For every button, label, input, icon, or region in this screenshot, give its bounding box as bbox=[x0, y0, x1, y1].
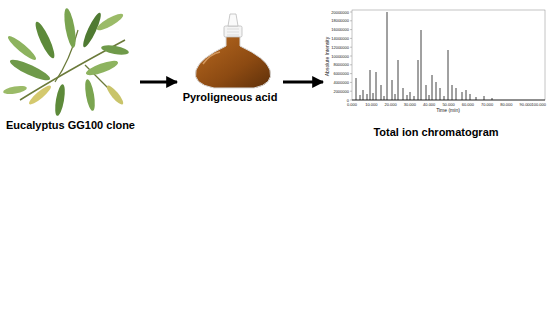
eucalyptus-leaves-part bbox=[3, 84, 28, 95]
axis-tick: 18000000 bbox=[331, 18, 349, 23]
chromatogram-plot-part bbox=[350, 12, 352, 100]
chromatogram-plot-part-part bbox=[350, 56, 352, 57]
chromatogram-plot-part-part bbox=[350, 38, 352, 39]
axis-tick: 90.000 bbox=[520, 102, 532, 107]
chromatogram-plot-part-part bbox=[350, 100, 352, 101]
axis-tick: 70.000 bbox=[481, 102, 493, 107]
flask-bottle bbox=[195, 14, 270, 88]
eucalyptus-leaves-part bbox=[83, 79, 96, 112]
axis-tick: 60.000 bbox=[462, 102, 474, 107]
chromatogram-plot-part-part bbox=[350, 20, 352, 21]
chromatogram-plot-part-part bbox=[350, 73, 352, 74]
axis-tick: 4000000 bbox=[333, 80, 349, 85]
chromatogram-plot-part-part bbox=[350, 29, 352, 30]
eucalyptus-leaves-part bbox=[8, 56, 52, 84]
stage-label-box: Total ion chromatogram bbox=[324, 5, 548, 139]
axis-tick: 10000000 bbox=[331, 54, 349, 59]
chromatogram-plot bbox=[350, 10, 545, 100]
axis-tick: 100.000 bbox=[532, 102, 546, 107]
chromatogram-plot-part-part bbox=[350, 47, 352, 48]
stage-label: Pyroligneous acid bbox=[183, 91, 278, 104]
axis-tick: 50.000 bbox=[442, 102, 454, 107]
axis-tick: 16000000 bbox=[331, 27, 349, 32]
chromatogram-plot-part-part bbox=[350, 64, 352, 65]
stage-label-box: Pyroligneous acid bbox=[178, 5, 282, 104]
flow-arrow bbox=[140, 81, 177, 84]
eucalyptus-leaves-part bbox=[62, 8, 78, 49]
axis-title: Time (min) bbox=[436, 108, 460, 113]
axis-tick: 12000000 bbox=[331, 45, 349, 50]
stage-label: Eucalyptus GG100 clone bbox=[6, 119, 135, 132]
eucalyptus-leaves-part bbox=[27, 83, 53, 106]
eucalyptus-leaves-part bbox=[105, 84, 126, 107]
flask-bottle-part bbox=[227, 29, 239, 30]
axis-tick: 0 bbox=[347, 98, 349, 103]
flask-bottle-part bbox=[227, 35, 239, 36]
axis-tick: 30.000 bbox=[404, 102, 416, 107]
axis-tick: 10.000 bbox=[365, 102, 377, 107]
eucalyptus-leaves bbox=[3, 8, 130, 117]
eucalyptus-leaves-part bbox=[101, 44, 130, 57]
stage-label-box: Eucalyptus GG100 clone bbox=[2, 5, 139, 132]
flow-arrow bbox=[283, 81, 323, 84]
chromatogram-plot-part-part bbox=[350, 91, 352, 92]
stage-label: Total ion chromatogram bbox=[373, 126, 498, 139]
eucalyptus-leaves-part bbox=[95, 11, 125, 33]
flask-bottle-part bbox=[195, 36, 270, 88]
axis-tick: 14000000 bbox=[331, 36, 349, 41]
axis-tick: 0.000 bbox=[347, 102, 357, 107]
eucalyptus-leaves-part bbox=[6, 33, 39, 62]
eucalyptus-leaves-part bbox=[53, 84, 66, 117]
flask-bottle-part bbox=[228, 14, 238, 26]
chromatogram-plot-part-part bbox=[350, 12, 352, 13]
eucalyptus-leaves-part bbox=[84, 58, 119, 78]
axis-tick: 80.000 bbox=[500, 102, 512, 107]
chromatogram-plot-part bbox=[352, 12, 545, 100]
flask-bottle-part bbox=[224, 26, 242, 37]
chromatogram-plot-part-part bbox=[350, 82, 352, 83]
axis-tick: 2000000 bbox=[333, 89, 349, 94]
axis-tick: 8000000 bbox=[333, 62, 349, 67]
eucalyptus-leaves-part bbox=[32, 20, 57, 60]
axis-tick: 6000000 bbox=[333, 71, 349, 76]
chromatogram-plot-part bbox=[352, 10, 545, 100]
axis-tick: 20000000 bbox=[331, 10, 349, 15]
flask-bottle-part bbox=[203, 52, 220, 64]
axis-tick: 40.000 bbox=[423, 102, 435, 107]
axis-tick: 20.000 bbox=[384, 102, 396, 107]
flask-bottle-part bbox=[227, 32, 239, 33]
axis-title: Absolute Intensity bbox=[326, 36, 331, 75]
